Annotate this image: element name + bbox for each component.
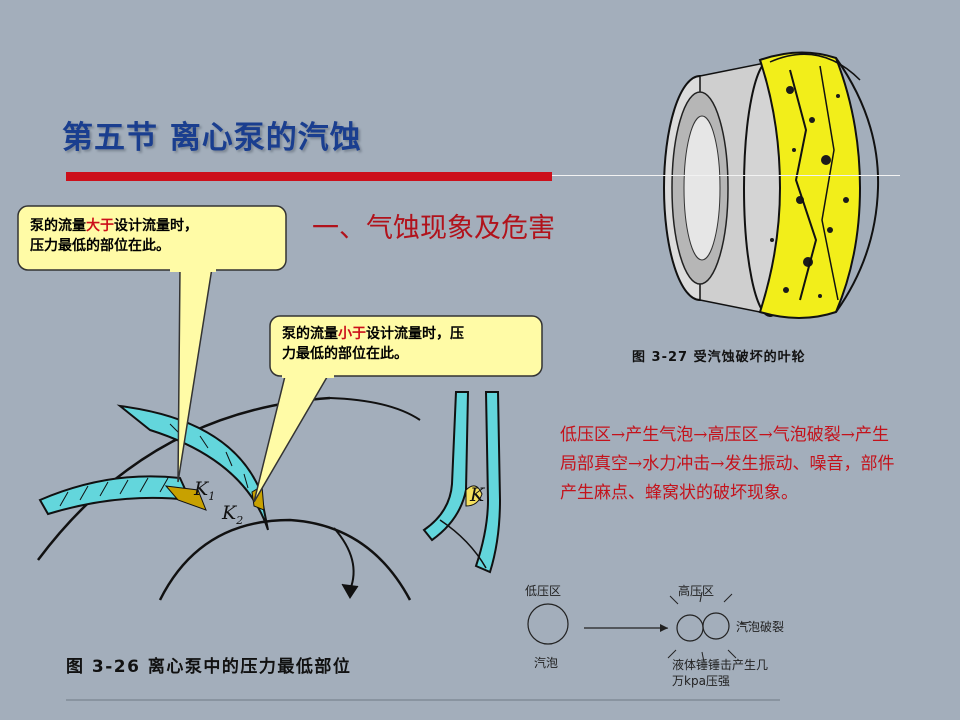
title-underline-bar [66,172,552,181]
callout-2-pre: 泵的流量 [282,326,338,342]
low-pressure-label: 低压区 [525,584,562,598]
callout-2-bubble [253,315,543,503]
bubble-label: 汽泡 [534,656,559,670]
figure-3-26-caption: 图 3-26 离心泵中的压力最低部位 [66,657,352,677]
blade-section-diagram [422,391,502,574]
label-k2: K2 [222,502,243,527]
page-title: 第五节 离心泵的汽蚀 [62,120,362,156]
callout-1-bubble [17,205,287,483]
label-k2-sub: 2 [236,513,244,527]
label-k1: K1 [194,478,215,503]
damaged-impeller-image [663,51,880,319]
label-k: K [470,484,485,506]
title-divider-line [552,175,900,176]
callout-2-highlight: 小于 [338,326,366,342]
label-k1-letter: K [194,478,209,500]
figure-3-27-caption: 图 3-27 受汽蚀破坏的叶轮 [632,350,806,365]
label-k2-letter: K [222,502,237,524]
label-k1-sub: 1 [208,489,216,503]
bubble-burst-label: 汽泡破裂 [736,620,785,634]
callout-2-line2: 力最低的部位在此。 [282,346,408,362]
callout-1-highlight: 大于 [86,218,114,234]
high-pressure-label: 高压区 [678,584,715,598]
bubble-collapse-diagram [66,591,780,701]
callout-1-line2: 压力最低的部位在此。 [30,238,170,254]
section-subtitle: 一、气蚀现象及危害 [312,213,555,244]
callout-2-post: 设计流量时，压 [366,326,464,342]
callout-1-text: 泵的流量大于设计流量时， 压力最低的部位在此。 [30,216,290,256]
callout-1-pre: 泵的流量 [30,218,86,234]
callout-1-post: 设计流量时， [114,218,198,234]
pump-cross-section-diagram [36,396,421,601]
hammer-label-line1: 液体锤锤击产生几 [672,658,769,672]
hammer-label-line2: 万kpa压强 [672,674,730,688]
callout-2-text: 泵的流量小于设计流量时，压 力最低的部位在此。 [282,324,550,364]
cavitation-explanation: 低压区→产生气泡→高压区→气泡破裂→产生局部真空→水力冲击→发生振动、噪音，部件… [560,425,895,503]
